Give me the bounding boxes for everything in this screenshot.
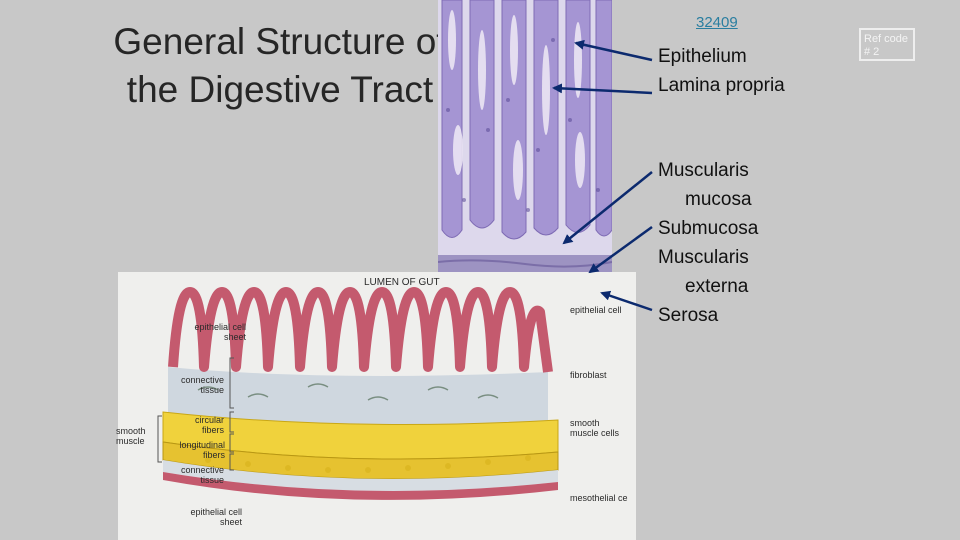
diagram-label-epithelial-sheet-bottom: epithelial cell sheet [190, 507, 242, 527]
label-submucosa: Submucosa [658, 218, 759, 239]
label-spacer [658, 100, 785, 156]
diagram-label-mesothelial: mesothelial ce [570, 493, 628, 503]
ref-code-badge: Ref code # 2 [859, 28, 915, 61]
diagram-label-smooth-muscle-cells: smooth muscle cells [570, 418, 620, 438]
label-muscularis-mucosa-line2: mucosa [685, 189, 752, 210]
slide-title: General Structure of the Digestive Tract [113, 21, 447, 110]
diagram-label-connective-tissue-bottom: connective tissue [180, 465, 224, 485]
reference-link[interactable]: 32409 [696, 14, 738, 31]
diagram-label-circular-fibers: circular fibers [194, 415, 224, 435]
label-serosa: Serosa [658, 305, 719, 326]
label-lamina-propria: Lamina propria [658, 75, 785, 96]
diagram-label-longitudinal-fibers: longitudinal fibers [179, 440, 225, 460]
label-muscularis-mucosa-line1: Muscularis [658, 160, 749, 181]
diagram-label-lumen: LUMEN OF GUT [364, 277, 440, 288]
label-muscularis-externa-line2: externa [685, 276, 749, 297]
diagram-label-connective-tissue-top: connective tissue [180, 375, 224, 395]
gut-wall-diagram [118, 272, 636, 540]
label-epithelium: Epithelium [658, 46, 747, 67]
diagram-label-epithelial-sheet-top: epithelial cell sheet [194, 322, 246, 342]
diagram-label-fibroblast: fibroblast [570, 370, 607, 380]
diagram-label-epithelial-cell: epithelial cell [570, 305, 622, 315]
label-muscularis-externa-line1: Muscularis [658, 247, 749, 268]
layer-label-list: Epithelium Lamina propria Muscularis muc… [658, 42, 785, 330]
histology-micrograph [438, 0, 612, 295]
diagram-label-smooth-muscle: smooth muscle [116, 426, 146, 446]
